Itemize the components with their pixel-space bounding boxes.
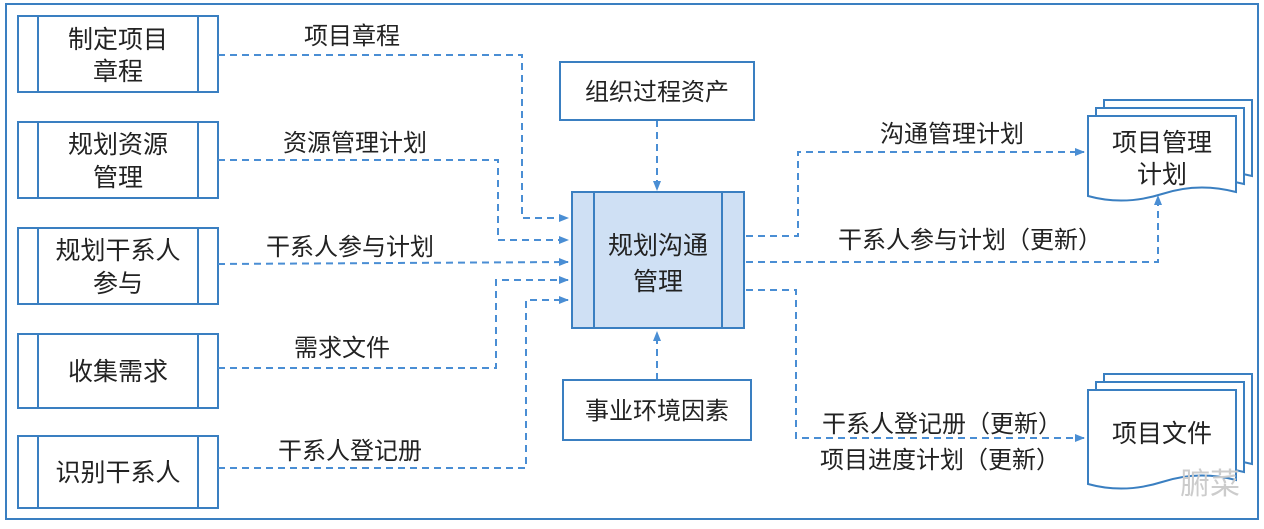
input-box-label: 制定项目 [68, 25, 168, 54]
input-box-project-charter: 制定项目 章程 [17, 15, 219, 93]
flow-line-project-charter [218, 54, 569, 222]
org-process-assets-label: 组织过程资产 [585, 78, 729, 106]
flow-line-project-docs [746, 289, 1085, 442]
enterprise-factors-box: 事业环境因素 [562, 379, 752, 441]
project-documents-doc: 项目文件 [1087, 373, 1253, 490]
flow-label-project-charter: 项目章程 [304, 22, 400, 50]
input-box-label: 规划干系人 [55, 236, 180, 265]
input-box-plan-resource: 规划资源 管理 [17, 121, 219, 199]
flow-line-comm-plan [746, 148, 1085, 237]
flow-line-resource-plan [218, 159, 569, 244]
center-process-label: 规划沟通 [608, 231, 708, 260]
project-management-plan-doc: 项目管理 计划 [1087, 99, 1253, 202]
input-box-plan-stakeholder: 规划干系人 参与 [17, 227, 219, 305]
center-process-label: 管理 [633, 267, 683, 296]
flow-label-schedule-update: 项目进度计划（更新） [820, 446, 1060, 474]
flow-line-stakeholder-plan-update [746, 195, 1162, 263]
flow-label-comm-plan: 沟通管理计划 [880, 120, 1024, 148]
flow-line-stakeholder-plan [217, 258, 569, 267]
outer-border [5, 3, 1259, 520]
doc-label: 计划 [1137, 160, 1187, 189]
input-box-label: 收集需求 [68, 357, 168, 386]
flow-line-requirements [218, 276, 569, 369]
input-box-identify-stakeholders: 识别干系人 [17, 435, 219, 509]
flow-label-stakeholder-register-update: 干系人登记册（更新） [822, 410, 1062, 438]
flow-label-stakeholder-plan-update: 干系人参与计划（更新） [838, 226, 1102, 254]
input-box-collect-requirements: 收集需求 [17, 333, 219, 409]
input-box-label: 规划资源 [68, 130, 168, 159]
flow-line-stakeholder-register [218, 296, 569, 469]
watermark-text: 腑菜 [1180, 467, 1240, 502]
enterprise-factors-label: 事业环境因素 [585, 397, 729, 425]
input-box-label: 参与 [93, 269, 143, 298]
doc-label: 项目管理 [1112, 128, 1212, 157]
org-process-assets-box: 组织过程资产 [559, 61, 755, 121]
doc-label: 项目文件 [1112, 419, 1212, 448]
flow-label-resource-plan: 资源管理计划 [283, 129, 427, 157]
input-box-label: 章程 [93, 57, 143, 86]
flow-label-stakeholder-plan: 干系人参与计划 [266, 233, 434, 261]
input-box-label: 识别干系人 [55, 458, 180, 487]
center-process-box: 规划沟通 管理 [571, 191, 745, 329]
flow-label-requirements: 需求文件 [294, 334, 390, 362]
input-box-label: 管理 [93, 163, 143, 192]
flow-label-stakeholder-register: 干系人登记册 [278, 437, 422, 465]
